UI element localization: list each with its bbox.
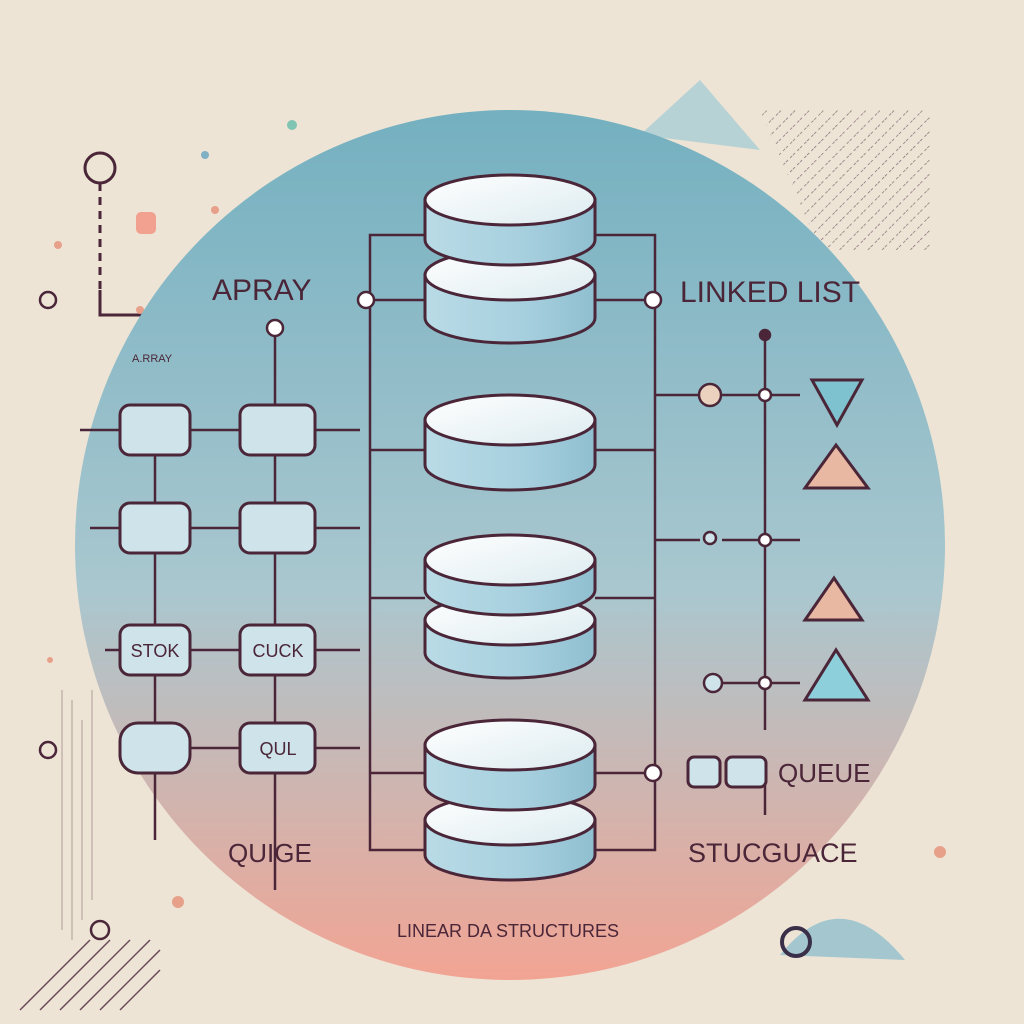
labels: APRAY A.RRAY LINKED LIST STOK CUCK QUL Q… — [131, 274, 871, 941]
array-node — [118, 403, 192, 457]
database-cylinders — [423, 173, 597, 882]
mound-shape — [780, 918, 905, 960]
array-nodes — [118, 403, 317, 775]
database-cylinder-icon — [423, 533, 597, 680]
vertical-lines-left — [61, 690, 93, 940]
ring-icon — [83, 151, 117, 185]
triangle-icon — [802, 575, 865, 622]
queue-node — [686, 755, 722, 789]
triangle-icon — [640, 80, 760, 150]
array-small-label: A.RRAY — [132, 353, 173, 365]
database-cylinder-icon — [423, 718, 597, 882]
queue-node — [238, 721, 317, 775]
linked-list-shapes — [686, 378, 871, 789]
array-label: APRAY — [212, 274, 311, 307]
stack-node — [118, 623, 192, 677]
queue-right-label: QUEUE — [778, 758, 870, 788]
caption: LINEAR DA STRUCTURES — [397, 921, 619, 941]
queue-node — [238, 623, 317, 677]
queue-node-label-1: CUCK — [252, 641, 303, 661]
array-node — [118, 501, 192, 555]
queue-node — [118, 721, 192, 775]
linked-list-label: LINKED LIST — [680, 276, 860, 309]
ring-icon — [780, 926, 812, 958]
queue-node — [724, 755, 768, 789]
structure-right-label: STUCGUACE — [688, 838, 858, 868]
array-node — [238, 501, 317, 555]
queue-node-label-2: QUL — [259, 739, 296, 759]
database-cylinder-icon — [423, 173, 597, 345]
triangle-icon — [802, 647, 871, 702]
queue-left-label: QUIGE — [228, 838, 312, 868]
background-decorations — [19, 80, 946, 1011]
connector-dots — [265, 290, 773, 783]
hatch-pattern — [760, 110, 930, 250]
stack-node-label: STOK — [131, 641, 180, 661]
hatch-lines-bottom-left — [19, 939, 161, 1011]
array-node — [238, 403, 317, 457]
triangle-icon — [802, 442, 871, 490]
database-cylinder-icon — [423, 393, 597, 492]
